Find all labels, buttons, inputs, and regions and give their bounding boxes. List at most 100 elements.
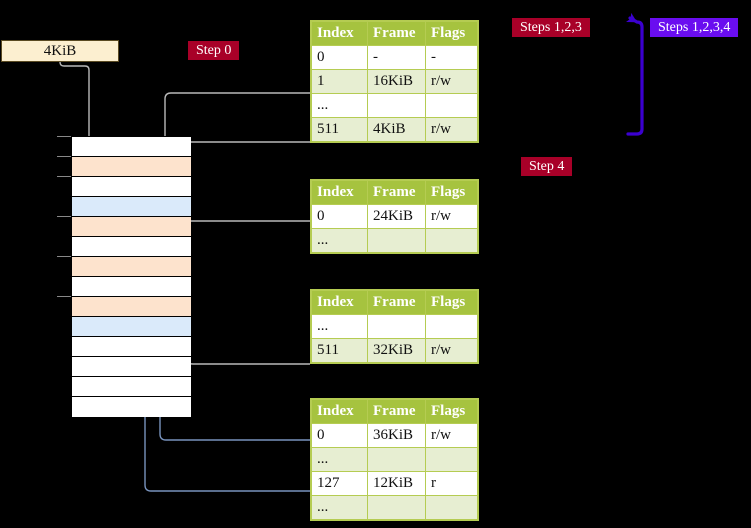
table-cell-index: 0 [311,204,368,229]
table-cell-frame: 16KiB [367,69,426,94]
memory-block-row [72,277,191,297]
memory-tick-mark [57,256,71,257]
table-row: ... [311,447,478,472]
memory-tick-mark [57,216,71,217]
table-cell-frame: 4KiB [367,117,426,142]
badge-step-0: Step 0 [188,41,240,60]
memory-block-row [72,237,191,257]
memory-tick-mark [57,176,71,177]
table-cell-frame: 12KiB [367,471,426,496]
memory-block-row [72,217,191,237]
table-cell-index: ... [311,314,368,339]
table-cell-flags: r/w [425,204,478,229]
column-header-index: Index [311,290,368,315]
table-cell-index: 511 [311,338,368,363]
wire-table2-row511-to-memory [179,315,310,365]
column-header-flags: Flags [425,180,478,205]
memory-block-row [72,297,191,317]
source-frame-label: 4KiB [43,42,77,59]
table-cell-frame [367,314,426,339]
table-cell-index: 0 [311,45,368,70]
memory-block-row [72,177,191,197]
table-cell-flags: r/w [425,338,478,363]
table-cell-flags: r/w [425,423,478,448]
badge-steps-1-2-3-4: Steps 1,2,3,4 [650,18,739,37]
column-header-flags: Flags [425,399,478,424]
memory-tick-mark [57,296,71,297]
table-cell-frame: - [367,45,426,70]
table-row: ... [311,228,478,253]
table-cell-index: 1 [311,69,368,94]
table-cell-frame [367,447,426,472]
column-header-index: Index [311,21,368,46]
table-cell-flags [425,447,478,472]
memory-block-row [72,137,191,157]
table-cell-index: ... [311,93,368,118]
memory-block-row [72,317,191,337]
wire-table1-row0-to-memory [177,220,310,265]
table-cell-index: 127 [311,471,368,496]
column-header-frame: Frame [367,21,426,46]
memory-block-row [72,357,191,377]
column-header-index: Index [311,180,368,205]
memory-block-row [72,337,191,357]
physical-memory-column [71,136,191,417]
table-row: ... [311,495,478,520]
table-cell-index: ... [311,228,368,253]
table-cell-flags [425,314,478,339]
wire-steps1234-bracket [626,12,644,136]
memory-tick-mark [57,156,71,157]
table-cell-frame: 24KiB [367,204,426,229]
table-row: ... [311,314,478,339]
table-cell-flags: - [425,45,478,70]
table-cell-flags [425,228,478,253]
table-cell-flags: r [425,471,478,496]
memory-block-row [72,397,191,417]
source-frame-box: 4KiB [1,40,119,62]
table-cell-flags: r/w [425,69,478,94]
column-header-frame: Frame [367,290,426,315]
memory-block-row [72,257,191,277]
column-header-index: Index [311,399,368,424]
table-cell-frame: 32KiB [367,338,426,363]
column-header-frame: Frame [367,180,426,205]
memory-block-row [72,377,191,397]
table-row: 0-- [311,45,478,70]
table-cell-index: ... [311,447,368,472]
column-header-frame: Frame [367,399,426,424]
badge-step-4: Step 4 [521,157,573,176]
column-header-flags: Flags [425,21,478,46]
table-cell-index: 0 [311,423,368,448]
table-cell-index: ... [311,495,368,520]
column-header-flags: Flags [425,290,478,315]
table-cell-frame [367,93,426,118]
memory-block-row [72,157,191,177]
table-cell-frame [367,228,426,253]
table-cell-flags [425,93,478,118]
memory-tick-mark [57,136,71,137]
table-cell-index: 511 [311,117,368,142]
memory-block-row [72,197,191,217]
badge-steps-1-2-3: Steps 1,2,3 [512,18,590,37]
table-row: ... [311,93,478,118]
table-cell-frame: 36KiB [367,423,426,448]
